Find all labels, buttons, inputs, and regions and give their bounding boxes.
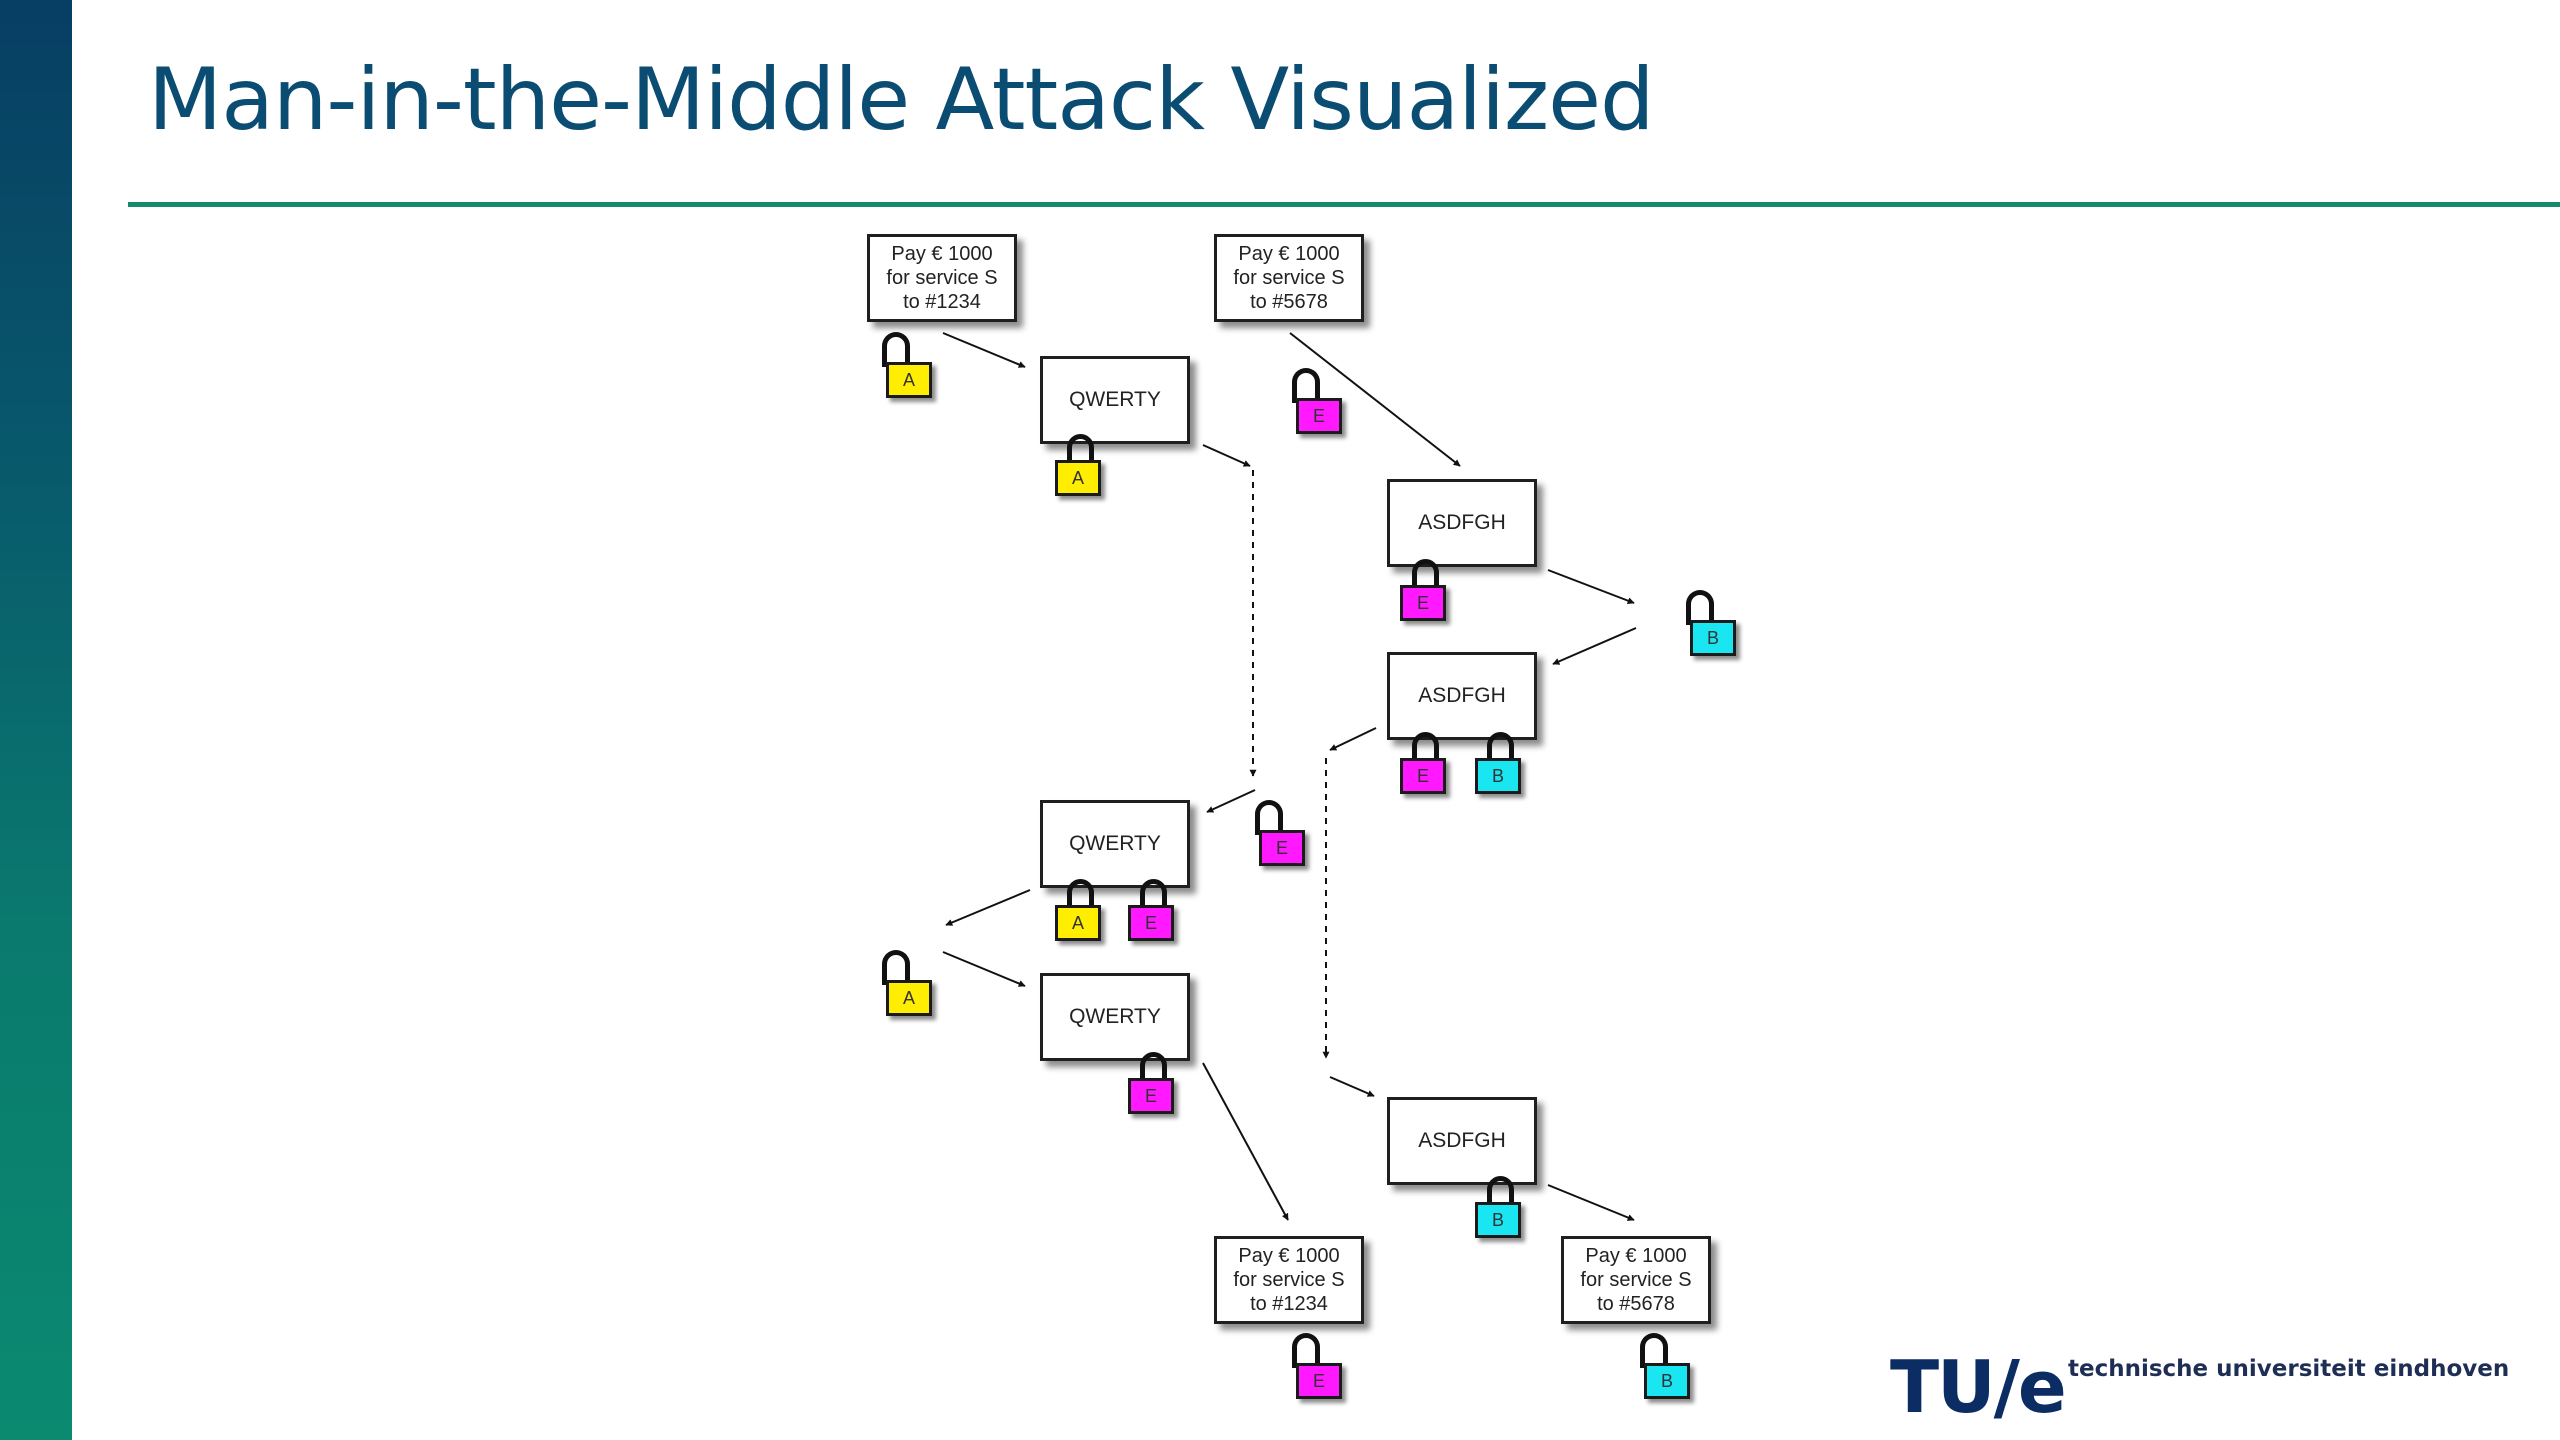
arrow-eve-to-qwerty2: [1206, 789, 1256, 813]
ciphertext-qwerty-1: QWERTY: [1040, 356, 1190, 444]
slide-title: Man-in-the-Middle Attack Visualized: [148, 50, 1655, 150]
padlock-icon: B: [1475, 1172, 1531, 1244]
ciphertext-asdfgh-1: ASDFGH: [1387, 479, 1537, 567]
ciphertext-asdfgh-3: ASDFGH: [1387, 1097, 1537, 1185]
title-underline: [128, 202, 2560, 207]
padlock-icon: E: [1288, 1333, 1344, 1405]
arrow-asdfgh2-out: [1329, 727, 1377, 751]
arrow-qwerty3-to-msg3: [1202, 1062, 1289, 1221]
padlock-icon: E: [1288, 368, 1344, 440]
padlock-icon: E: [1128, 875, 1184, 947]
padlock-icon: A: [878, 950, 934, 1022]
arrow-to-asdfgh3: [1329, 1076, 1375, 1097]
tue-logo-text: technische universiteit eindhoven: [2068, 1356, 2510, 1382]
padlock-icon: E: [1400, 555, 1456, 627]
arrow-msg2-to-asdfgh1: [1289, 332, 1461, 467]
arrow-bob-to-asdfgh2: [1552, 627, 1637, 665]
padlock-icon: B: [1475, 728, 1531, 800]
tue-logo: TU/e: [1890, 1345, 2067, 1429]
arrow-alice-to-qwerty3: [942, 951, 1026, 987]
padlock-icon: B: [1636, 1333, 1692, 1405]
padlock-icon: A: [1055, 875, 1111, 947]
padlock-icon: A: [1055, 430, 1111, 502]
padlock-icon: E: [1400, 728, 1456, 800]
arrow-asdfgh3-to-msg4: [1547, 1184, 1635, 1221]
arrow-qwerty1-out: [1202, 444, 1251, 467]
ciphertext-asdfgh-2: ASDFGH: [1387, 652, 1537, 740]
padlock-icon: B: [1682, 590, 1738, 662]
padlock-icon: E: [1128, 1048, 1184, 1120]
ciphertext-qwerty-2: QWERTY: [1040, 800, 1190, 888]
arrow-qwerty2-to-alice: [945, 889, 1031, 926]
sidebar-stripe: [0, 0, 72, 1440]
padlock-icon: E: [1251, 800, 1307, 872]
padlock-icon: A: [878, 332, 934, 404]
arrow-msg1-to-qwerty1: [942, 332, 1026, 368]
ciphertext-qwerty-3: QWERTY: [1040, 973, 1190, 1061]
arrow-asdfgh1-to-bob: [1547, 569, 1635, 605]
